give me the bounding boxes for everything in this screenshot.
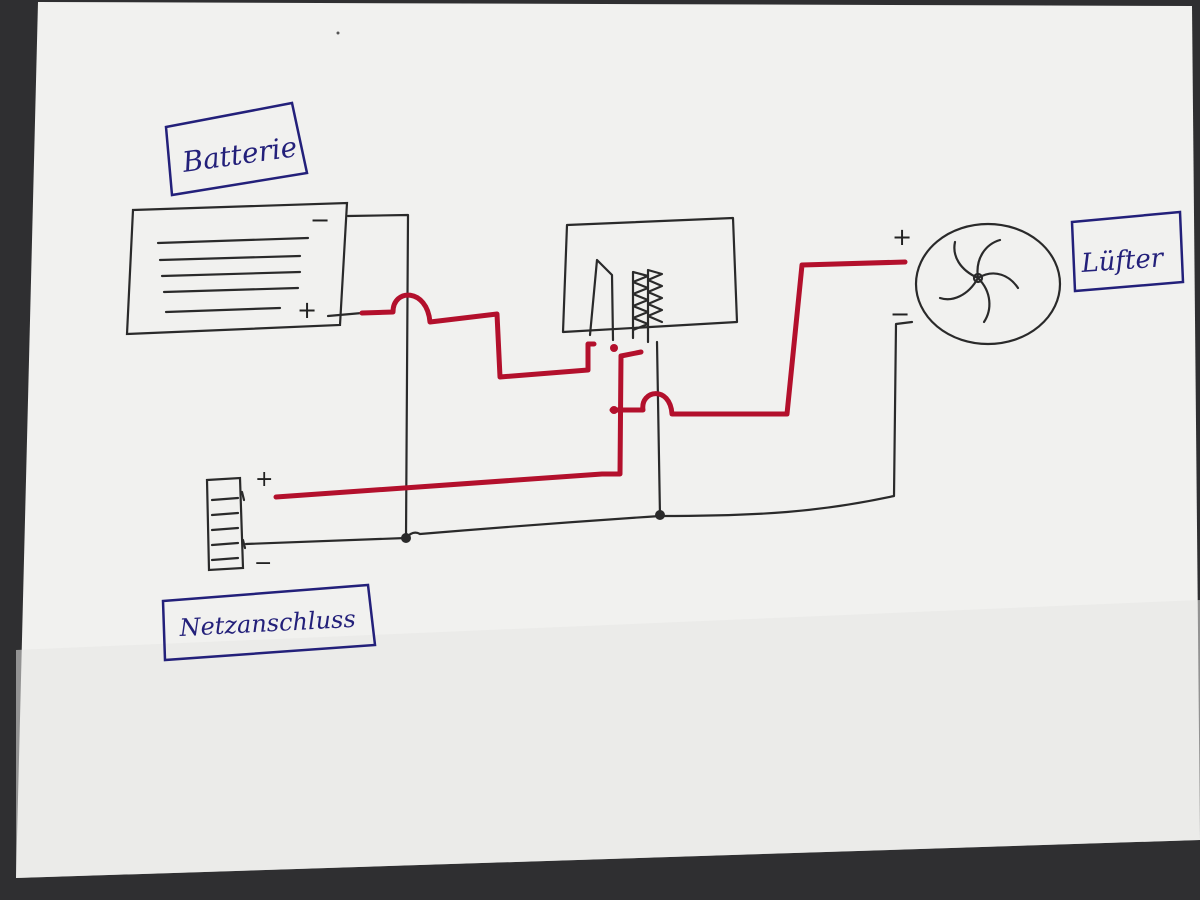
mains-connector-symbol <box>205 476 247 572</box>
paper-shade <box>16 600 1200 878</box>
mains-connector-line <box>210 496 240 502</box>
battery-positive-stub <box>326 311 364 318</box>
fan-minus-sign: − <box>890 300 910 328</box>
mains-connector-terminal <box>241 538 247 550</box>
mains-connector-terminal <box>240 490 246 502</box>
fan-symbol <box>914 222 1062 346</box>
fan-blade <box>938 276 980 301</box>
junction-dot <box>610 406 618 414</box>
fan-blade <box>976 272 1020 290</box>
battery-negative-wire <box>346 213 410 540</box>
mains-connector-line <box>210 541 240 547</box>
battery-label-frame <box>164 101 309 197</box>
junction-dot <box>610 344 618 352</box>
battery-positive-wire <box>359 292 597 380</box>
battery-symbol <box>125 201 349 336</box>
fan-housing <box>914 222 1062 346</box>
positive-wiring <box>273 259 908 500</box>
fan-plus-sign: + <box>892 223 912 251</box>
mains-plus-sign: + <box>255 467 273 492</box>
battery-cell-line <box>160 270 302 278</box>
relay-symbol <box>561 216 739 344</box>
battery-cell-line <box>164 306 282 314</box>
relay-switch-contact <box>588 258 615 342</box>
mains-connector-line <box>210 526 240 532</box>
fan-label: Lüfter <box>1079 243 1165 279</box>
fan-blade <box>976 238 1002 280</box>
battery-cell-line <box>158 254 302 262</box>
mains-minus-sign: − <box>254 551 272 576</box>
fan-blade <box>976 276 991 324</box>
relay-to-fan-wire <box>609 259 908 417</box>
relay-housing <box>561 216 739 334</box>
battery-body <box>125 201 349 336</box>
battery-plus-sign: + <box>297 296 317 324</box>
battery-cell-line <box>162 286 300 294</box>
relay-coil <box>631 270 650 340</box>
junction-dot <box>401 533 411 543</box>
mains-negative-wire <box>244 320 914 546</box>
mains-connector-line <box>210 511 240 517</box>
battery-minus-sign: − <box>310 206 330 234</box>
mains-connector-body <box>205 476 245 572</box>
battery-cell-line <box>156 236 310 245</box>
negative-wiring <box>244 213 914 546</box>
mains-label-frame <box>161 583 377 662</box>
mains-positive-wire <box>273 349 644 500</box>
fan-blade <box>953 240 980 280</box>
relay-coil <box>646 268 664 344</box>
fan-label-box: Lüfter <box>1070 210 1185 293</box>
paper-speck <box>336 31 340 35</box>
mains-connector-line <box>210 556 240 562</box>
junction-dot <box>655 510 665 520</box>
relay-coil-ground-wire <box>655 340 662 518</box>
fan-label-frame <box>1070 210 1185 293</box>
